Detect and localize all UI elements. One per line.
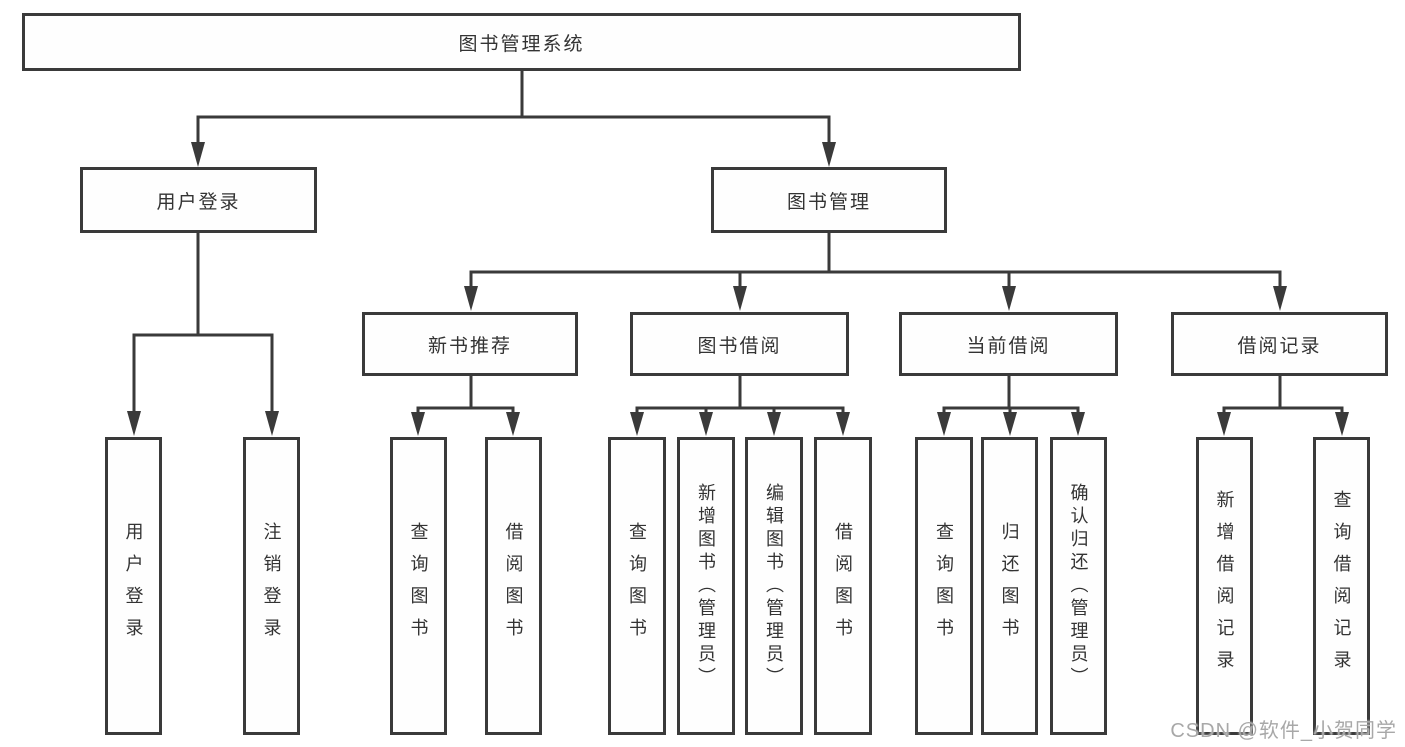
arrowhead-icon — [630, 412, 644, 436]
leaf-query-books-borrow: 查询图书 — [608, 437, 666, 735]
leaf-logout: 注销登录 — [243, 437, 300, 735]
arrowhead-icon — [1002, 286, 1016, 311]
node-current-borrow: 当前借阅 — [899, 312, 1118, 376]
node-label: 编辑图书（管理员） — [764, 482, 784, 690]
arrowhead-icon — [699, 412, 713, 436]
leaf-query-books-recommend: 查询图书 — [390, 437, 447, 735]
edge-new-book-recommend-to-leaves — [411, 374, 520, 436]
leaf-borrow-books-recommend: 借阅图书 — [485, 437, 542, 735]
node-label: 查询借阅记录 — [1331, 490, 1352, 682]
node-label: 用户登录 — [156, 191, 241, 213]
arrowhead-icon — [191, 142, 205, 167]
arrowhead-icon — [265, 411, 279, 436]
arrowhead-icon — [937, 412, 951, 436]
edge-root-to-level2 — [191, 68, 836, 167]
leaf-user-login: 用户登录 — [105, 437, 162, 735]
node-label: 归还图书 — [999, 522, 1020, 650]
leaf-return-book: 归还图书 — [981, 437, 1038, 735]
arrowhead-icon — [127, 411, 141, 436]
edge-borrow-records-to-leaves — [1217, 374, 1349, 436]
node-label: 用户登录 — [123, 522, 144, 650]
edge-book-borrow-to-leaves — [630, 374, 850, 436]
node-book-borrow: 图书借阅 — [630, 312, 849, 376]
node-label: 借阅图书 — [503, 522, 524, 650]
arrowhead-icon — [411, 412, 425, 436]
arrowhead-icon — [733, 286, 747, 311]
node-book-management: 图书管理 — [711, 167, 947, 233]
arrowhead-icon — [506, 412, 520, 436]
edge-current-borrow-to-leaves — [937, 374, 1085, 436]
node-label: 借阅记录 — [1237, 335, 1322, 357]
arrowhead-icon — [767, 412, 781, 436]
arrowhead-icon — [464, 286, 478, 311]
node-label: 当前借阅 — [966, 335, 1051, 357]
node-label: 新增借阅记录 — [1214, 490, 1235, 682]
edge-user-login-to-leaves — [127, 231, 279, 436]
arrowhead-icon — [1003, 412, 1017, 436]
node-label: 确认归还（管理员） — [1068, 482, 1089, 690]
node-label: 图书借阅 — [697, 335, 782, 357]
arrowhead-icon — [1217, 412, 1231, 436]
node-label: 图书管理 — [786, 191, 871, 213]
node-library-management-system: 图书管理系统 — [22, 13, 1021, 71]
arrowhead-icon — [1071, 412, 1085, 436]
node-new-book-recommend: 新书推荐 — [362, 312, 578, 376]
node-user-login: 用户登录 — [80, 167, 317, 233]
leaf-borrow-books: 借阅图书 — [814, 437, 872, 735]
node-borrow-records: 借阅记录 — [1171, 312, 1388, 376]
arrowhead-icon — [1335, 412, 1349, 436]
leaf-edit-book-admin: 编辑图书（管理员） — [745, 437, 803, 735]
leaf-add-borrow-record: 新增借阅记录 — [1196, 437, 1253, 735]
arrowhead-icon — [822, 142, 836, 167]
arrowhead-icon — [836, 412, 850, 436]
node-label: 查询图书 — [934, 522, 954, 650]
node-label: 借阅图书 — [833, 522, 853, 650]
leaf-confirm-return-admin: 确认归还（管理员） — [1050, 437, 1107, 735]
node-label: 图书管理系统 — [458, 33, 585, 55]
node-label: 新书推荐 — [427, 335, 512, 357]
node-label: 查询图书 — [408, 522, 429, 650]
edge-book-management-to-level3 — [464, 231, 1287, 311]
leaf-query-borrow-record: 查询借阅记录 — [1313, 437, 1370, 735]
leaf-query-books-current: 查询图书 — [915, 437, 973, 735]
csdn-watermark: CSDN @软件_小贺同学 — [1170, 720, 1397, 742]
node-label: 查询图书 — [627, 522, 647, 650]
node-label: 新增图书（管理员） — [696, 482, 716, 690]
leaf-add-book-admin: 新增图书（管理员） — [677, 437, 735, 735]
node-label: 注销登录 — [261, 522, 282, 650]
arrowhead-icon — [1273, 286, 1287, 311]
